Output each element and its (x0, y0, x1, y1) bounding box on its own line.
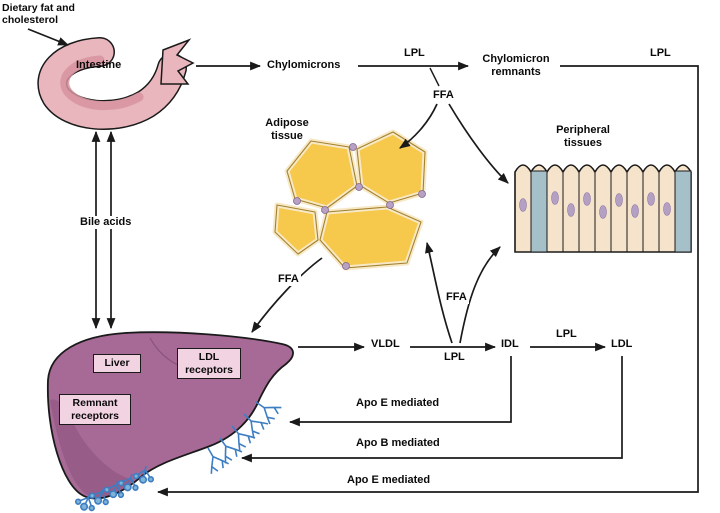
intestine-cut-end (160, 38, 195, 85)
liver-label-box: Liver (93, 354, 141, 373)
arrow-remnants-to-liver-apo-e (156, 65, 699, 497)
ffa-adipose-liver-label: FFA (276, 273, 301, 286)
adipose-cell (317, 204, 424, 271)
peripheral-cell-borders (546, 171, 660, 252)
idl-label: IDL (501, 338, 519, 350)
chylomicrons-label: Chylomicrons (267, 59, 341, 71)
adipose-tissue-shape (272, 129, 428, 271)
ldl-label: LDL (611, 338, 633, 350)
lpl-idl-ldl-label: LPL (556, 328, 577, 340)
apo-b-ldl-label: Apo B mediated (356, 437, 440, 449)
adipose-nuclei (293, 143, 426, 270)
intestine-shape (37, 37, 195, 130)
chylomicron-remnants-label: Chylomicron remnants (482, 53, 550, 78)
peripheral-blue-cell (674, 170, 692, 253)
arrow-ffa-to-peripheral (448, 103, 509, 184)
adipose-cell (272, 202, 321, 257)
intestine-label: Intestine (76, 59, 122, 71)
lpl-chylomicron-label: LPL (404, 47, 425, 59)
ffa-chylomicron-label: FFA (431, 89, 456, 102)
peripheral-blue-cell (530, 170, 548, 253)
adipose-cell-outline (274, 204, 319, 255)
arrow-ffa-to-adipose-from-lpl (425, 241, 453, 344)
arrow-ldl-to-liver-apo-b (240, 356, 623, 463)
remnant-receptors-label-box: Remnant receptors (59, 394, 131, 426)
apo-e-idl-label: Apo E mediated (356, 397, 440, 409)
lpl-vldl-idl-label: LPL (442, 351, 467, 364)
bile-acids-label: Bile acids (78, 216, 134, 229)
peripheral-nuclei (519, 191, 671, 219)
apo-e-remnants-label: Apo E mediated (347, 474, 431, 486)
intestine-body (38, 38, 186, 129)
arrow-dietary-to-intestine (27, 28, 70, 46)
vldl-label: VLDL (371, 338, 400, 350)
arrow-ffa-to-peripheral-from-lpl (459, 246, 501, 344)
lpl-far-right-label: LPL (650, 47, 671, 59)
ffa-vldl-idl-label: FFA (444, 291, 469, 304)
line-lpl-to-ffa (429, 67, 440, 87)
arrows (27, 28, 699, 497)
intestine-inner-fold (60, 55, 144, 111)
peripheral-tissues-label: Peripheral tissues (556, 124, 610, 149)
peripheral-tissue-shape (514, 164, 692, 253)
adipose-cell (354, 129, 428, 206)
arrow-adipose-ffa-to-liver (251, 257, 323, 333)
arrow-idl-to-liver-apo-e (288, 356, 512, 427)
arrow-ffa-to-adipose (399, 103, 438, 149)
dietary-fat-label: Dietary fat and cholesterol (2, 2, 75, 27)
ldl-receptors-label-box: LDL receptors (177, 348, 241, 380)
adipose-tissue-label: Adipose tissue (265, 117, 309, 142)
